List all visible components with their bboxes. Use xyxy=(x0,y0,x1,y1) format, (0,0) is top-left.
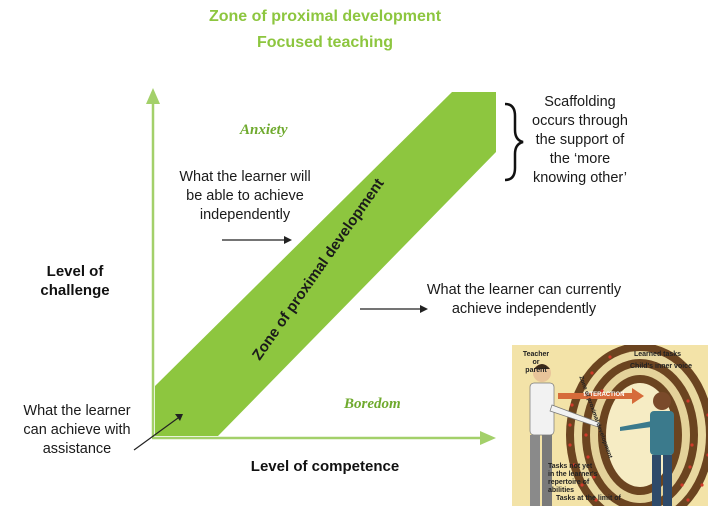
arrow-future xyxy=(222,236,292,244)
with-assistance-text: What the learner can achieve with assist… xyxy=(23,403,131,457)
arrow-current xyxy=(360,305,428,313)
zpd-illustration: Teacher or parent Learned tasks Child's … xyxy=(512,345,708,506)
scaffolding-brace xyxy=(504,102,524,182)
future-independent-text: What the learner will be able to achieve… xyxy=(179,169,311,223)
boredom-label: Boredom xyxy=(344,396,401,412)
tasks-not-yet-label: Tasks not yet in the learner's repertoir… xyxy=(548,463,598,494)
current-independent-text: What the learner can currently achieve i… xyxy=(426,282,622,317)
diagram-subtitle: Focused teaching xyxy=(256,34,394,51)
zpd-band xyxy=(155,92,496,436)
teacher-label: Teacher or parent xyxy=(522,351,550,374)
arrow-assistance xyxy=(133,414,183,451)
learned-tasks-label: Learned tasks xyxy=(634,351,682,358)
y-axis-arrowhead xyxy=(146,88,160,104)
tasks-limit-label: Tasks at the limit of xyxy=(556,495,621,502)
x-axis-arrowhead xyxy=(480,431,496,445)
scaffolding-text: Scaffolding occurs through the support o… xyxy=(532,94,628,186)
y-axis-title: Level of challenge xyxy=(40,263,110,299)
anxiety-label: Anxiety xyxy=(240,122,288,138)
interaction-label: INTERACTION xyxy=(583,392,625,398)
x-axis-title: Level of competence xyxy=(250,458,400,475)
illustration-drawing xyxy=(512,345,708,506)
diagram-title: Zone of proximal development xyxy=(208,8,442,25)
inner-voice-label: Child's inner voice xyxy=(630,363,692,370)
